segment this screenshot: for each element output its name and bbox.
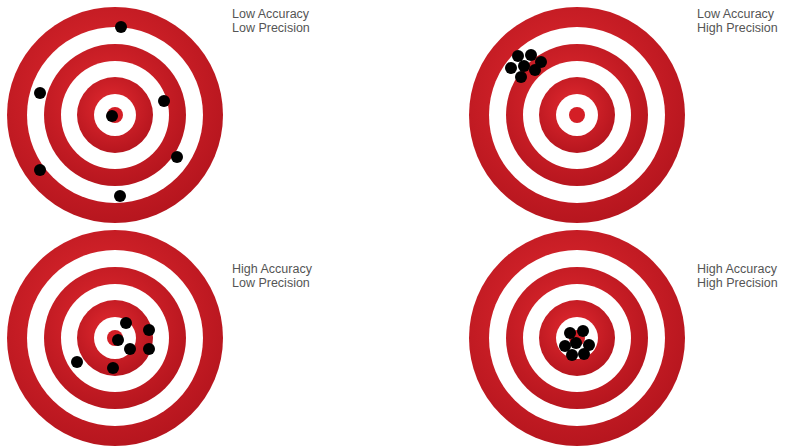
shot-dot [505, 62, 517, 74]
shot-dot [124, 343, 136, 355]
shot-dot [171, 151, 183, 163]
shot-dot [107, 362, 119, 374]
shot-dot [564, 327, 576, 339]
shot-dot [570, 337, 582, 349]
target [7, 7, 223, 223]
shot-dot [512, 50, 524, 62]
shot-dot [566, 349, 578, 361]
shot-dot [577, 325, 589, 337]
shot-dot [143, 343, 155, 355]
shot-dot [106, 110, 118, 122]
shot-dot [114, 190, 126, 202]
shot-dot [515, 71, 527, 83]
shot-dot [518, 60, 530, 72]
target [7, 230, 223, 446]
shot-dot [34, 87, 46, 99]
shot-dots [34, 21, 595, 374]
shot-dot [115, 21, 127, 33]
target-label: High Accuracy Low Precision [232, 262, 322, 290]
shot-dot [578, 348, 590, 360]
shot-dot [525, 49, 537, 61]
target-label: Low Accuracy Low Precision [232, 7, 322, 35]
shot-dot [143, 324, 155, 336]
shot-dot [112, 334, 124, 346]
shot-dot [71, 356, 83, 368]
target [469, 230, 685, 446]
target-label: High Accuracy High Precision [697, 262, 787, 290]
shot-dot [34, 164, 46, 176]
target-label: Low Accuracy High Precision [697, 7, 787, 35]
shot-dot [158, 95, 170, 107]
target [469, 7, 685, 223]
shot-dot [120, 317, 132, 329]
shot-dot [529, 64, 541, 76]
